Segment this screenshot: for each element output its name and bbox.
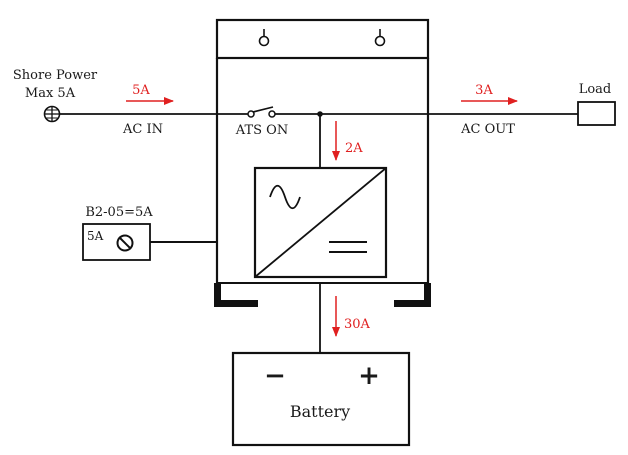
ac-sine-icon bbox=[269, 184, 301, 210]
mounting-hole-left-icon bbox=[258, 29, 270, 47]
breaker-rating: 5A bbox=[87, 229, 104, 243]
ac-out-current: 3A bbox=[475, 83, 493, 98]
dc-current: 30A bbox=[344, 317, 371, 332]
battery-box bbox=[231, 351, 411, 447]
converter-diagonal bbox=[254, 167, 387, 278]
load-label: Load bbox=[579, 82, 612, 97]
shore-power-plug-icon bbox=[43, 105, 61, 123]
unit-foot-left bbox=[214, 283, 258, 307]
battery-plus-sign: + bbox=[358, 361, 380, 391]
load-box bbox=[577, 101, 616, 126]
charger-current: 2A bbox=[345, 141, 363, 156]
mounting-plate bbox=[215, 18, 430, 60]
ac-in-label: AC IN bbox=[122, 122, 163, 137]
breaker-title: B2-05=5A bbox=[85, 205, 153, 220]
unit-foot-right bbox=[394, 283, 431, 307]
battery-label: Battery bbox=[290, 402, 350, 421]
ac-in-current: 5A bbox=[132, 83, 150, 98]
ats-switch-icon bbox=[247, 106, 276, 118]
ac-out-label: AC OUT bbox=[460, 122, 515, 137]
mounting-hole-right-icon bbox=[374, 29, 386, 47]
dc-symbol-icon bbox=[329, 241, 367, 253]
shore-power-label: Shore Power bbox=[13, 68, 98, 83]
battery-minus-sign: − bbox=[264, 361, 286, 391]
breaker-knob-icon bbox=[116, 234, 134, 252]
shore-power-rating: Max 5A bbox=[25, 86, 76, 101]
breaker-box bbox=[82, 223, 151, 261]
ats-label: ATS ON bbox=[235, 123, 288, 138]
